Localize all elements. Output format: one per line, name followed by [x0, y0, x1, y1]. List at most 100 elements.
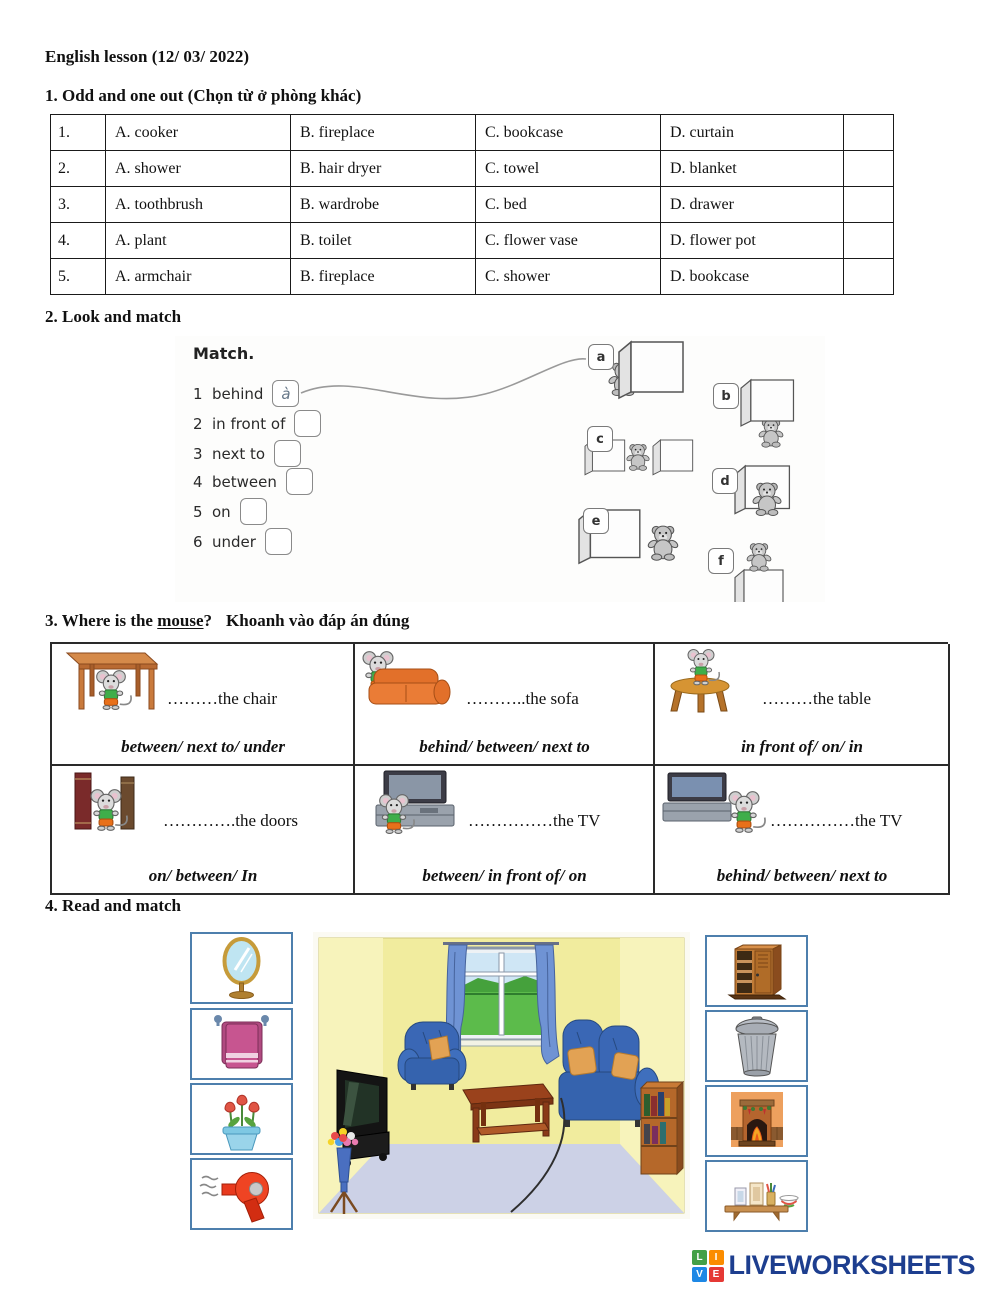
bear-under — [757, 419, 785, 448]
preposition-options[interactable]: between/ in front of/ on — [422, 866, 587, 885]
item-number: 6 — [193, 532, 203, 551]
exercise-cell: ……………the TV between/ in front of/ on — [355, 766, 655, 895]
cube-a — [618, 341, 684, 399]
wardrobe-icon — [727, 944, 787, 1000]
section2-heading: 2. Look and match — [45, 307, 182, 326]
mouse-next-to-tv-image — [662, 772, 766, 834]
fill-blank-text: ………the table — [762, 689, 872, 708]
logo-square-i: I — [708, 1250, 724, 1265]
option-d: D. drawer — [660, 186, 844, 223]
cube-b — [740, 379, 795, 427]
mouse-behind-sofa-image — [362, 650, 451, 705]
match-item-between: 4 between — [193, 468, 313, 495]
item-number: 5 — [193, 502, 203, 521]
mouse-under-table-image — [65, 652, 159, 711]
answer-box[interactable] — [274, 440, 302, 467]
answer-box[interactable] — [294, 410, 322, 437]
liveworksheets-logo[interactable]: L I V E LIVEWORKSHEETS — [692, 1250, 976, 1282]
item-label: in front of — [212, 414, 286, 433]
match-artwork — [300, 341, 795, 602]
item-label: on — [212, 502, 231, 521]
row-number: 3. — [50, 186, 106, 223]
heading-underlined-word: mouse — [157, 611, 204, 630]
picture-label-d[interactable]: d — [712, 468, 738, 494]
mouse-in-front-of-tv-image — [375, 770, 455, 835]
preposition-options[interactable]: between/ next to/ under — [121, 737, 285, 756]
logo-squares: L I V E — [692, 1250, 724, 1282]
match-box-hair-dryer[interactable] — [190, 1158, 293, 1230]
cube-f — [734, 569, 784, 602]
option-c: C. bookcase — [475, 114, 661, 151]
section4-heading: 4. Read and match — [45, 896, 182, 915]
answer-cell[interactable] — [843, 186, 894, 223]
drawn-line — [510, 1097, 566, 1213]
answer-cell[interactable] — [843, 150, 894, 187]
option-c: C. bed — [475, 186, 661, 223]
match-box-trash-can[interactable] — [705, 1010, 808, 1082]
picture-label-c[interactable]: c — [587, 426, 613, 452]
match-box-wardrobe[interactable] — [705, 935, 808, 1007]
picture-label-e[interactable]: e — [583, 508, 609, 534]
table-row: 4. A. plant B. toilet C. flower vase D. … — [50, 222, 894, 259]
option-a: A. plant — [105, 222, 291, 259]
option-d: D. flower pot — [660, 222, 844, 259]
match-box-flower-pot[interactable] — [190, 1083, 293, 1155]
row-number: 1. — [50, 114, 106, 151]
answer-box[interactable] — [239, 498, 267, 525]
answer-cell[interactable] — [843, 222, 894, 259]
bear-next-to — [646, 525, 680, 561]
odd-one-out-table: 1. A. cooker B. fireplace C. bookcase D.… — [50, 114, 894, 295]
picture-label-a[interactable]: a — [588, 344, 614, 370]
brand-text: LIVEWORKSHEETS — [728, 1250, 976, 1281]
exercise-cell: ………….the doors on/ between/ In — [52, 766, 355, 895]
preposition-options[interactable]: on/ between/ In — [148, 866, 258, 885]
fill-blank-text: ……………the TV — [468, 811, 601, 830]
match-item-behind: 1 behind à — [193, 380, 300, 407]
picture-label-f[interactable]: f — [708, 548, 734, 574]
picture-label-b[interactable]: b — [713, 383, 739, 409]
row-number: 4. — [50, 222, 106, 259]
logo-square-v: V — [692, 1266, 707, 1282]
trash-can-icon — [735, 1016, 779, 1077]
exercise-cell: ………the chair between/ next to/ under — [52, 644, 355, 766]
answer-box[interactable] — [285, 468, 313, 495]
option-c: C. shower — [475, 258, 661, 295]
answer-cell[interactable] — [843, 114, 894, 151]
match-item-in-front-of: 2 in front of — [193, 410, 322, 437]
row-number: 2. — [50, 150, 106, 187]
section3-heading: 3. Where is the mouse?Khoanh vào đáp án … — [45, 611, 409, 631]
answer-cell[interactable] — [843, 258, 894, 295]
option-b: B. fireplace — [290, 114, 476, 151]
heading-text: 3. Where is the — [45, 611, 158, 630]
item-number: 4 — [193, 472, 203, 491]
section1-heading: 1. Odd and one out (Chọn từ ở phòng khác… — [45, 86, 362, 105]
logo-square-l: L — [692, 1250, 707, 1265]
fill-blank-text: ………..the sofa — [466, 689, 579, 708]
match-item-next-to: 3 next to — [193, 440, 302, 467]
option-b: B. toilet — [290, 222, 476, 259]
mouse-between-books-image — [74, 772, 135, 832]
logo-square-e: E — [708, 1266, 724, 1282]
answer-box[interactable] — [264, 528, 292, 555]
preposition-options[interactable]: behind/ between/ next to — [716, 866, 888, 885]
page-title: English lesson (12/ 03/ 2022) — [45, 47, 250, 66]
living-room-picture — [313, 932, 690, 1219]
item-label: between — [212, 472, 277, 491]
match-line-drawn — [300, 358, 587, 400]
match-box-towel[interactable] — [190, 1008, 293, 1080]
option-d: D. bookcase — [660, 258, 844, 295]
option-c: C. towel — [475, 150, 661, 187]
answer-box[interactable]: à — [272, 380, 300, 407]
match-box-mirror[interactable] — [190, 932, 293, 1004]
item-label: next to — [212, 444, 266, 463]
flower-pot-icon — [222, 1094, 261, 1151]
preposition-options[interactable]: in front of/ on/ in — [741, 737, 863, 756]
preposition-options[interactable]: behind/ between/ next to — [419, 737, 590, 756]
match-box-fireplace[interactable] — [705, 1085, 808, 1157]
exercise-cell: ………the table in front of/ on/ in — [655, 644, 950, 766]
heading-question-mark: ? — [203, 611, 213, 630]
option-a: A. armchair — [105, 258, 291, 295]
table-row: 2. A. shower B. hair dryer C. towel D. b… — [50, 150, 894, 187]
match-box-shelf[interactable] — [705, 1160, 808, 1232]
